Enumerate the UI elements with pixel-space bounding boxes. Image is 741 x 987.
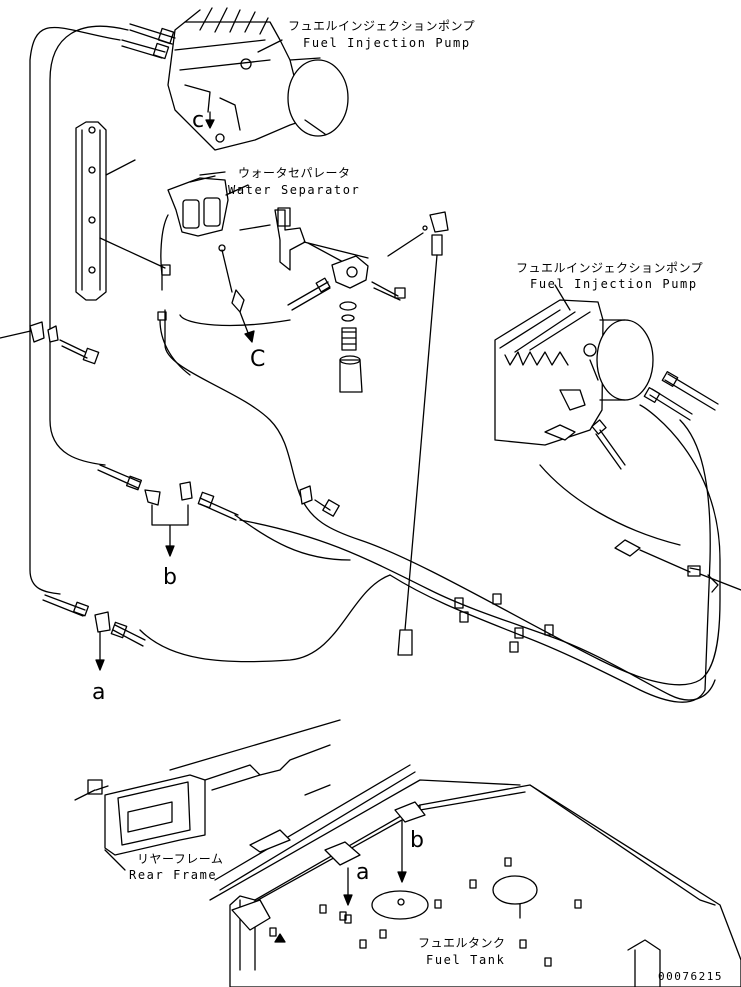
fuel-hose-outer bbox=[29, 26, 391, 663]
water-separator-jp-label: ウォータセパレータ bbox=[238, 166, 351, 180]
callout-b-mid: b bbox=[163, 565, 177, 590]
fuel-tank-jp-label: フュエルタンク bbox=[418, 936, 506, 950]
fuel-hose-inner bbox=[49, 25, 351, 561]
pump-right-jp-label: フュエルインジェクションポンプ bbox=[516, 261, 704, 275]
left-fittings bbox=[0, 321, 340, 521]
leader-separator bbox=[225, 184, 249, 196]
callout-a-tank: a bbox=[356, 860, 370, 885]
lower-left-fittings bbox=[42, 594, 146, 671]
callout-c-top: c bbox=[192, 108, 205, 133]
callout-b-tank: b bbox=[410, 828, 424, 853]
pump-top-bolts bbox=[121, 23, 176, 60]
fuel-tank-en-label: Fuel Tank bbox=[426, 953, 506, 967]
callout-b-bracket bbox=[151, 504, 189, 551]
pump-top-jp-label: フュエルインジェクションポンプ bbox=[288, 19, 476, 33]
callout-c-mid: C bbox=[250, 347, 266, 372]
leader-pump-right bbox=[554, 284, 571, 311]
fuel-injection-pump-top bbox=[167, 7, 349, 151]
leader-pump-top bbox=[257, 39, 283, 53]
rear-frame-jp-label: リヤーフレーム bbox=[137, 852, 224, 866]
fuel-hose-mid bbox=[164, 309, 721, 686]
fuel-hose-lower bbox=[239, 519, 716, 701]
water-separator bbox=[160, 171, 255, 343]
pump-right-en-label: Fuel Injection Pump bbox=[530, 277, 698, 291]
pump-right-fittings bbox=[589, 359, 719, 470]
rear-frame-en-label: Rear Frame bbox=[129, 868, 218, 882]
pump-top-en-label: Fuel Injection Pump bbox=[303, 36, 471, 50]
callout-a-left: a bbox=[92, 680, 106, 705]
drawing-number: 00076215 bbox=[658, 970, 723, 983]
clamp-right bbox=[614, 539, 741, 593]
pipe-clips bbox=[157, 264, 554, 653]
separator-mount-assembly bbox=[239, 207, 428, 393]
fuel-injection-pump-right bbox=[494, 299, 654, 446]
fuel-hose-mid-2 bbox=[159, 314, 291, 376]
elbow-vertical-pipe bbox=[397, 211, 449, 656]
fuel-tank bbox=[229, 784, 741, 987]
leader-rear-frame bbox=[104, 849, 126, 871]
separator-bracket-plate bbox=[75, 121, 136, 301]
rear-frame bbox=[74, 719, 521, 901]
water-separator-en-label: Water Separator bbox=[228, 183, 361, 197]
